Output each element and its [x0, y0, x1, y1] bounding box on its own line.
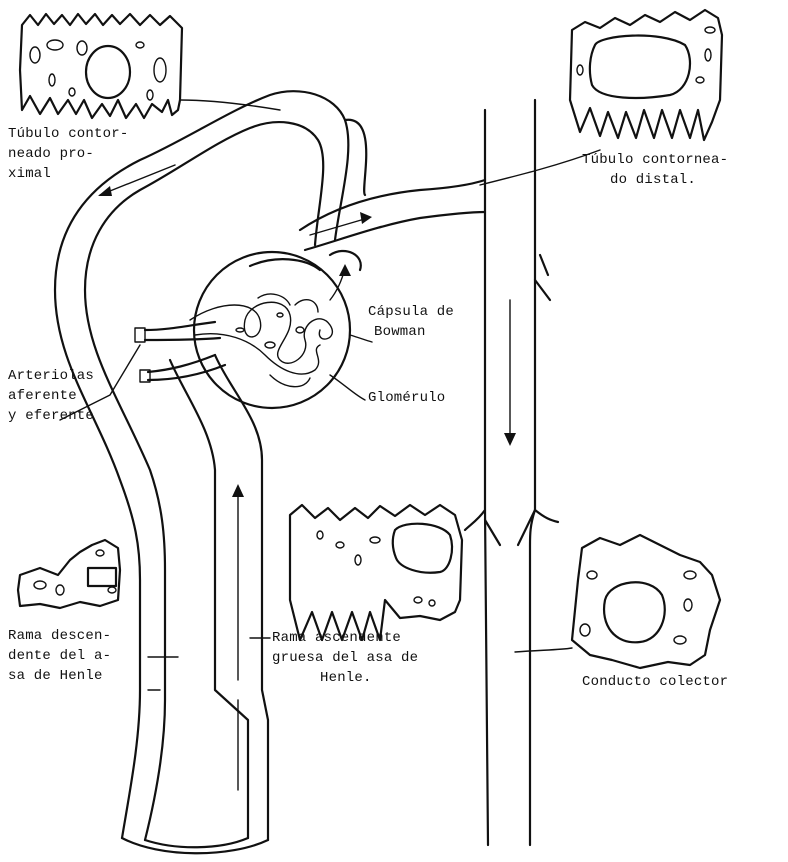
label-glomerulus: Glomérulo [368, 388, 445, 408]
label-arteriolas-line-2: aferente [8, 386, 94, 406]
label-arteriolas-line-3: y eferente [8, 406, 94, 426]
label-proximal-line-2: neado pro- [8, 144, 128, 164]
label-ascendente-line-3: Henle. [272, 668, 418, 688]
label-distal-line-2: do distal. [582, 170, 728, 190]
label-proximal-line-1: Túbulo contor- [8, 124, 128, 144]
ascending-cell-sketch [290, 505, 462, 640]
label-descending-limb: Rama descen- dente del a- sa de Henle [8, 626, 111, 686]
collecting-cell-sketch [515, 535, 720, 668]
arterioles [135, 322, 225, 382]
label-proximal-tubule: Túbulo contor- neado pro- ximal [8, 124, 128, 184]
nephron-tubule [55, 91, 485, 853]
label-ascending-limb: Rama ascendente gruesa del asa de Henle. [272, 628, 418, 688]
label-glomerulo-text: Glomérulo [368, 388, 445, 408]
label-descendente-line-3: sa de Henle [8, 666, 111, 686]
label-ascendente-line-1: Rama ascendente [272, 628, 418, 648]
label-arterioles: Arteriolas aferente y eferente [8, 366, 94, 426]
label-collecting-duct: Conducto colector [582, 672, 728, 692]
proximal-cell-sketch [20, 14, 280, 118]
label-bowman-capsule: Cápsula de Bowman [368, 302, 454, 342]
glomerulus [190, 294, 332, 387]
label-arteriolas-line-1: Arteriolas [8, 366, 94, 386]
label-proximal-line-3: ximal [8, 164, 128, 184]
label-distal-line-1: Túbulo contornea- [582, 150, 728, 170]
label-descendente-line-1: Rama descen- [8, 626, 111, 646]
label-descendente-line-2: dente del a- [8, 646, 111, 666]
label-distal-tubule: Túbulo contornea- do distal. [582, 150, 728, 190]
descending-cell-sketch [18, 540, 120, 608]
label-colector-text: Conducto colector [582, 672, 728, 692]
bowman-capsule [194, 252, 350, 408]
flow-arrows [98, 165, 516, 790]
label-capsula-line-1: Cápsula de [368, 302, 454, 322]
label-ascendente-line-2: gruesa del asa de [272, 648, 418, 668]
label-capsula-line-2: Bowman [368, 322, 454, 342]
